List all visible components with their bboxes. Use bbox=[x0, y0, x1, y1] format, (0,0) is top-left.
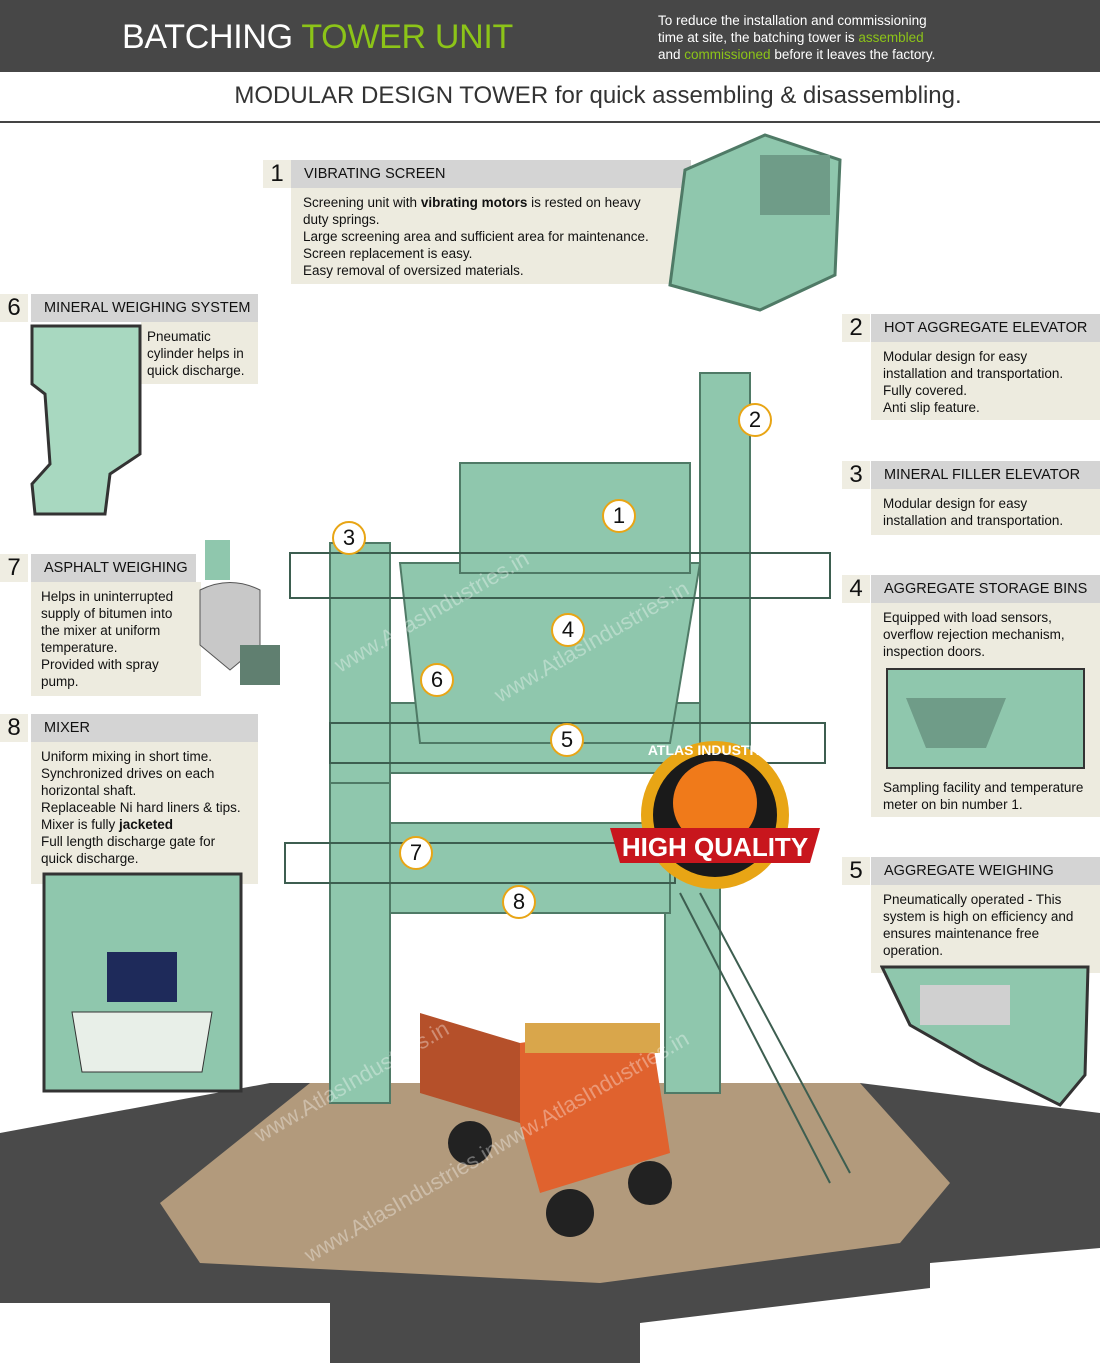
intro-text: To reduce the installation and commissio… bbox=[658, 12, 1078, 63]
badge-main-text: HIGH QUALITY bbox=[622, 832, 808, 862]
storage-bins-photo bbox=[886, 668, 1085, 769]
panel-2-title: HOT AGGREGATE ELEVATOR bbox=[871, 314, 1100, 342]
text: is rested on heavy duty springs. bbox=[303, 195, 641, 227]
panel-8-body: Uniform mixing in short time. Synchroniz… bbox=[31, 742, 258, 884]
panel-1-body: Screening unit with vibrating motors is … bbox=[291, 188, 681, 284]
intro-line: time at site, the batching tower is bbox=[658, 30, 859, 45]
text: Replaceable Ni hard liners & tips. bbox=[41, 800, 241, 815]
text: Helps in uninterrupted supply of bitumen… bbox=[41, 589, 174, 655]
text: Provided with spray pump. bbox=[41, 657, 159, 689]
mixer-photo bbox=[42, 872, 243, 1093]
text: Mixer is fully bbox=[41, 817, 120, 832]
callout-7: 7 bbox=[399, 836, 433, 870]
callout-3: 3 bbox=[332, 521, 366, 555]
aggregate-weighing-photo bbox=[880, 965, 1090, 1107]
panel-7-body: Helps in uninterrupted supply of bitumen… bbox=[31, 582, 201, 696]
panel-1-number: 1 bbox=[263, 160, 291, 188]
panel-4-number: 4 bbox=[842, 575, 870, 603]
text: Equipped with load sensors, overflow rej… bbox=[883, 610, 1065, 659]
text: Screening unit with bbox=[303, 195, 421, 210]
text: Sampling facility and temperature meter … bbox=[883, 780, 1084, 812]
header-bar: BATCHING TOWER UNIT To reduce the instal… bbox=[0, 0, 1100, 72]
text: Modular design for easy installation and… bbox=[883, 349, 1064, 381]
panel-5-number: 5 bbox=[842, 857, 870, 885]
truck bbox=[420, 1013, 672, 1237]
panel-7-title: ASPHALT WEIGHING bbox=[31, 554, 196, 582]
text: Anti slip feature. bbox=[883, 400, 980, 415]
intro-line: To reduce the installation and commissio… bbox=[658, 13, 927, 28]
text: Uniform mixing in short time. bbox=[41, 749, 213, 764]
text-bold: vibrating motors bbox=[420, 195, 528, 210]
panel-8-title: MIXER bbox=[31, 714, 258, 742]
panel-2-body: Modular design for easy installation and… bbox=[871, 342, 1100, 420]
text: Large screening area and sufficient area… bbox=[303, 229, 649, 244]
panel-6-body: Pneumatic cylinder helps in quick discha… bbox=[141, 322, 258, 384]
title-white: BATCHING bbox=[122, 18, 293, 56]
callout-5: 5 bbox=[550, 723, 584, 757]
batching-tower-illustration: ATLAS INDUSTRIES HIGH QUALITY www.AtlasI… bbox=[0, 372, 1100, 1363]
text-bold: jacketed bbox=[119, 817, 174, 832]
panel-3-number: 3 bbox=[842, 461, 870, 489]
callout-6: 6 bbox=[420, 663, 454, 697]
badge-top-text: ATLAS INDUSTRIES bbox=[648, 742, 782, 758]
text: Synchronized drives on each horizontal s… bbox=[41, 766, 215, 798]
panel-5-body: Pneumatically operated - This system is … bbox=[871, 885, 1100, 973]
text: Easy removal of oversized materials. bbox=[303, 263, 524, 278]
panel-6-title: MINERAL WEIGHING SYSTEM bbox=[31, 294, 258, 322]
title-green: TOWER UNIT bbox=[301, 18, 514, 56]
panel-8-number: 8 bbox=[0, 714, 28, 742]
intro-line: before it leaves the factory. bbox=[770, 47, 936, 62]
callout-4: 4 bbox=[551, 613, 585, 647]
railings bbox=[284, 552, 851, 1184]
panel-3-body: Modular design for easy installation and… bbox=[871, 489, 1100, 535]
mineral-weighing-photo bbox=[30, 324, 142, 516]
intro-highlight: commissioned bbox=[684, 47, 771, 62]
panel-6-number: 6 bbox=[0, 294, 28, 322]
panel-3-title: MINERAL FILLER ELEVATOR bbox=[871, 461, 1100, 489]
asphalt-weighing-photo bbox=[199, 540, 280, 685]
callout-1: 1 bbox=[602, 499, 636, 533]
subtitle: MODULAR DESIGN TOWER for quick assemblin… bbox=[0, 72, 1100, 123]
panel-1-title: VIBRATING SCREEN bbox=[291, 160, 691, 188]
tower-structure bbox=[329, 372, 751, 1104]
page-title: BATCHING TOWER UNIT bbox=[122, 18, 513, 57]
vibrating-screen-photo bbox=[668, 133, 842, 312]
panel-2-number: 2 bbox=[842, 314, 870, 342]
panel-4-title: AGGREGATE STORAGE BINS bbox=[871, 575, 1100, 603]
callout-2: 2 bbox=[738, 403, 772, 437]
callout-8: 8 bbox=[502, 885, 536, 919]
intro-line: and bbox=[658, 47, 685, 62]
text: Fully covered. bbox=[883, 383, 968, 398]
panel-7-number: 7 bbox=[0, 554, 28, 582]
intro-highlight: assembled bbox=[858, 30, 924, 45]
text: Full length discharge gate for quick dis… bbox=[41, 834, 216, 866]
text: Screen replacement is easy. bbox=[303, 246, 473, 261]
high-quality-badge: ATLAS INDUSTRIES HIGH QUALITY bbox=[610, 741, 820, 889]
panel-5-title: AGGREGATE WEIGHING bbox=[871, 857, 1100, 885]
panel-4-body: Equipped with load sensors, overflow rej… bbox=[871, 603, 1100, 817]
